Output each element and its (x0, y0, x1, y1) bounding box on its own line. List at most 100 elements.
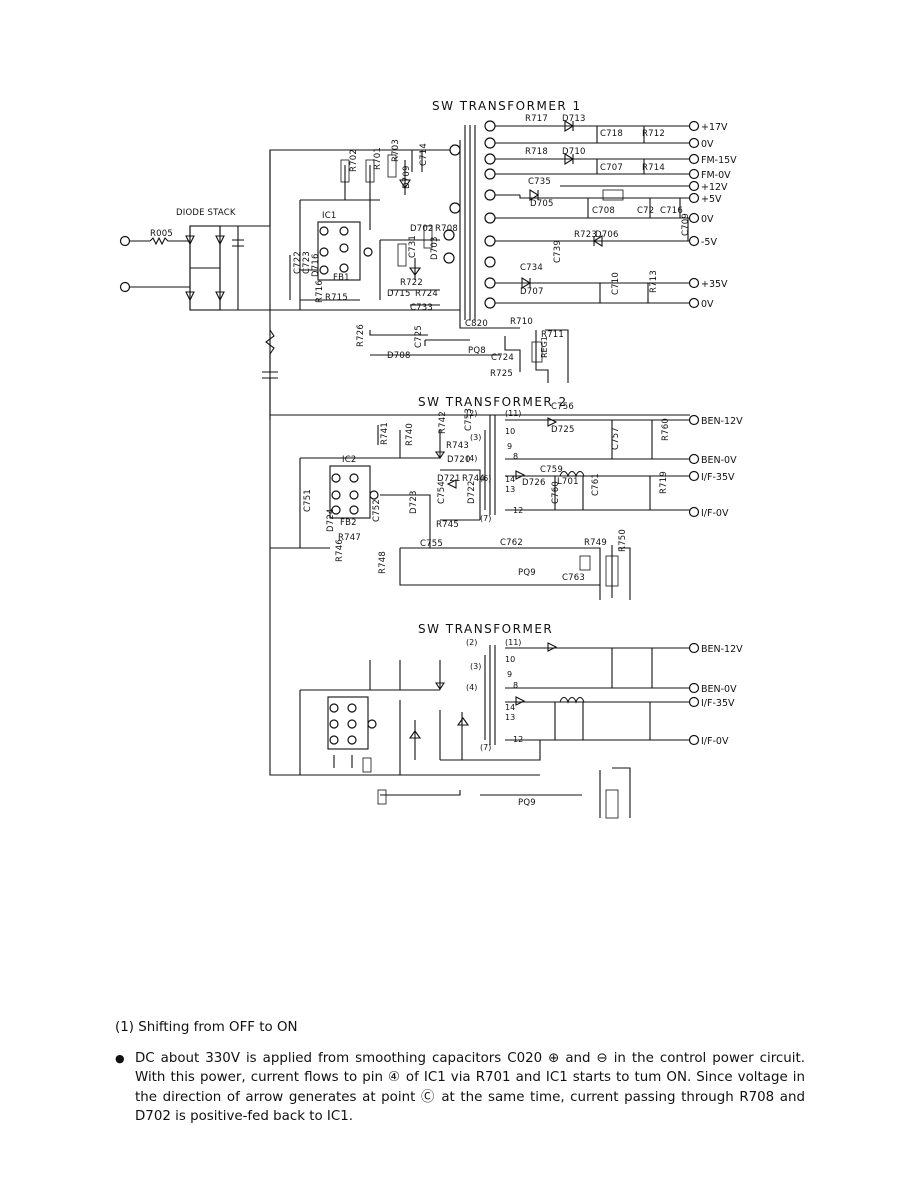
svg-text:BEN-12V: BEN-12V (701, 644, 743, 655)
svg-text:D721: D721 (437, 474, 461, 484)
svg-text:C714: C714 (419, 143, 429, 166)
svg-text:D724: D724 (326, 508, 336, 532)
secondary-diodes (521, 120, 603, 289)
svg-text:C753: C753 (464, 408, 474, 431)
description-heading: (1) Shifting from OFF to ON (115, 1020, 298, 1035)
transformer-2-outputs: BEN-12V BEN-0V I/F-35V I/F-0V (688, 414, 743, 519)
description-item: ● DC about 330V is applied from smoothin… (115, 1049, 805, 1127)
svg-text:R701: R701 (373, 147, 383, 170)
svg-text:C820: C820 (465, 319, 488, 329)
svg-text:-5V: -5V (701, 237, 717, 248)
svg-text:D709: D709 (402, 165, 412, 189)
description-block: (1) Shifting from OFF to ON ● DC about 3… (115, 1018, 805, 1127)
svg-text:D713: D713 (562, 114, 586, 124)
svg-text:0V: 0V (701, 214, 714, 225)
svg-text:13: 13 (505, 485, 515, 494)
svg-text:C733: C733 (410, 303, 433, 313)
svg-text:BEN-0V: BEN-0V (701, 684, 737, 695)
svg-text:C72: C72 (637, 206, 654, 216)
svg-text:R703: R703 (391, 139, 401, 162)
svg-text:D716: D716 (311, 253, 321, 277)
transformer-3-outputs: BEN-12V BEN-0V I/F-35V I/F-0V (688, 642, 743, 747)
svg-text:C751: C751 (303, 489, 313, 512)
svg-text:R717: R717 (525, 114, 548, 124)
reg1-box (602, 189, 624, 201)
svg-text:I/F-0V: I/F-0V (701, 508, 729, 519)
transformer-2-pin-labels: (2) (3) (4) (6) (7) (11) 10 9 8 14 13 12 (466, 409, 523, 523)
svg-text:FM-0V: FM-0V (701, 170, 731, 181)
svg-text:R726: R726 (356, 324, 366, 347)
svg-text:R722: R722 (400, 278, 423, 288)
svg-text:8: 8 (513, 452, 518, 461)
bullet-icon: ● (115, 1051, 125, 1065)
power-supply-schematic: SW TRANSFORMER 1 R005 DIODE STACK IC1 (119, 99, 743, 819)
svg-text:C754: C754 (437, 481, 447, 504)
svg-text:R740: R740 (405, 423, 415, 446)
ic1-body (317, 221, 361, 281)
svg-text:R711: R711 (541, 330, 564, 340)
svg-text:R725: R725 (490, 369, 513, 379)
svg-text:L701: L701 (557, 477, 579, 487)
svg-text:BEN-0V: BEN-0V (701, 455, 737, 466)
svg-text:C739: C739 (553, 240, 563, 263)
svg-text:10: 10 (505, 655, 515, 664)
svg-text:9: 9 (507, 670, 512, 679)
svg-text:R748: R748 (378, 551, 388, 574)
svg-text:+5V: +5V (701, 194, 722, 205)
svg-text:C734: C734 (520, 263, 543, 273)
svg-text:14: 14 (505, 475, 515, 484)
sw-transformer-3-title: SW TRANSFORMER (418, 622, 553, 636)
diode-stack-label: DIODE STACK (176, 208, 236, 218)
svg-text:(6): (6) (480, 474, 491, 483)
svg-text:D708: D708 (387, 351, 411, 361)
svg-text:C716: C716 (660, 206, 683, 216)
svg-text:R713: R713 (649, 270, 659, 293)
svg-text:C708: C708 (592, 206, 615, 216)
svg-text:R749: R749 (584, 538, 607, 548)
diode-stack-diodes (185, 235, 225, 302)
svg-text:(4): (4) (466, 683, 477, 692)
svg-text:R702: R702 (349, 149, 359, 172)
svg-text:R716: R716 (315, 280, 325, 303)
svg-text:D706: D706 (595, 230, 619, 240)
svg-text:14: 14 (505, 703, 515, 712)
svg-text:D715: D715 (387, 289, 411, 299)
ic2-label: IC2 (342, 455, 356, 465)
svg-text:R723: R723 (574, 230, 597, 240)
svg-text:D705: D705 (530, 199, 554, 209)
svg-text:D707: D707 (520, 287, 544, 297)
svg-text:C707: C707 (600, 163, 623, 173)
svg-text:C757: C757 (611, 427, 621, 450)
svg-text:R714: R714 (642, 163, 665, 173)
svg-text:C756: C756 (551, 402, 574, 412)
svg-text:10: 10 (505, 427, 515, 436)
svg-text:C722: C722 (293, 251, 303, 274)
svg-text:I/F-35V: I/F-35V (701, 698, 735, 709)
svg-text:C761: C761 (591, 473, 601, 496)
svg-text:R743: R743 (446, 441, 469, 451)
svg-text:(3): (3) (470, 662, 481, 671)
svg-text:R715: R715 (325, 293, 348, 303)
svg-text:D710: D710 (562, 147, 586, 157)
svg-text:C752: C752 (372, 499, 382, 522)
svg-text:C710: C710 (611, 272, 621, 295)
svg-text:D720: D720 (447, 455, 471, 465)
svg-text:C762: C762 (500, 538, 523, 548)
transformer-1-component-labels: R717 D713 C718 R712 R718 D710 C707 R714 … (293, 114, 691, 379)
svg-text:R750: R750 (618, 529, 628, 552)
svg-text:C731: C731 (408, 235, 418, 258)
svg-text:8: 8 (513, 681, 518, 690)
svg-text:BEN-12V: BEN-12V (701, 416, 743, 427)
svg-text:R742: R742 (438, 411, 448, 434)
svg-text:R710: R710 (510, 317, 533, 327)
svg-text:R719: R719 (659, 471, 669, 494)
label-r005: R005 (150, 229, 173, 239)
svg-text:D723: D723 (409, 490, 419, 514)
svg-text:(2): (2) (466, 638, 477, 647)
svg-text:(3): (3) (470, 433, 481, 442)
sw-transformer-1-title: SW TRANSFORMER 1 (432, 99, 582, 113)
svg-text:(2): (2) (466, 409, 477, 418)
svg-text:12: 12 (513, 506, 523, 515)
svg-text:C723: C723 (302, 251, 312, 274)
transformer-3-pin-labels: (2) (3) (4) (7) (11) 10 9 8 14 13 12 (466, 638, 523, 752)
